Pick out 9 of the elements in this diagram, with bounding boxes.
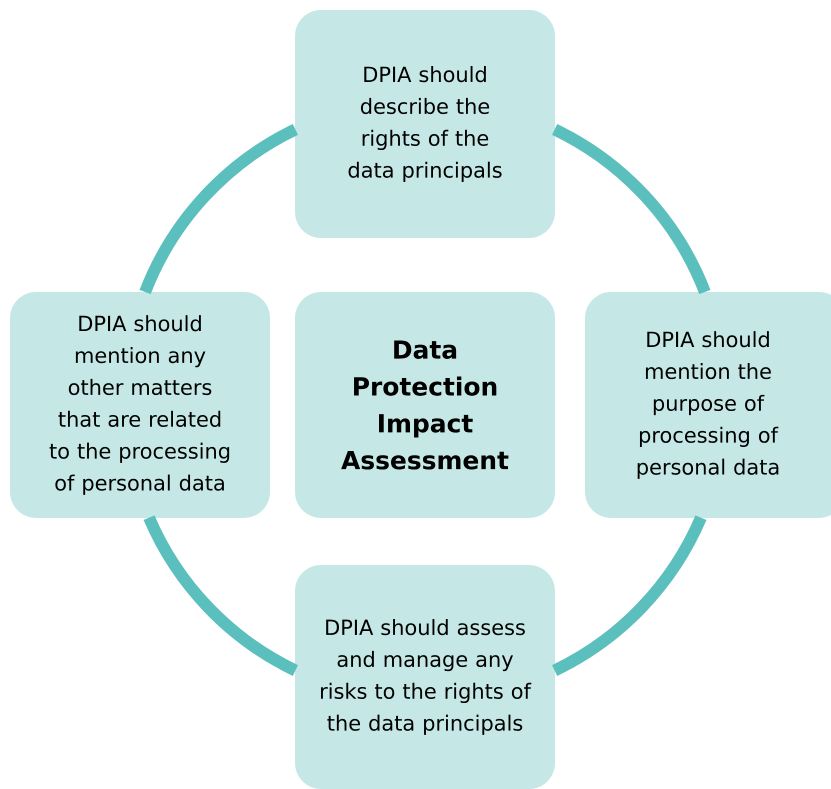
ring-segment xyxy=(140,124,298,294)
center-box: Data Protection Impact Assessment xyxy=(295,292,555,518)
ring-segment xyxy=(144,515,298,676)
statement-box: DPIA should assess and manage any risks to the rights of the data principals xyxy=(295,564,555,789)
ring-segment xyxy=(552,124,710,294)
statement-box: DPIA should mention any other matters that are related to the processing of personal data xyxy=(10,292,270,518)
ring-segment xyxy=(552,515,706,676)
statement-box: DPIA should describe the rights of the data principals xyxy=(295,10,555,238)
statement-box: DPIA should mention the purpose of processing of personal data xyxy=(585,292,831,518)
